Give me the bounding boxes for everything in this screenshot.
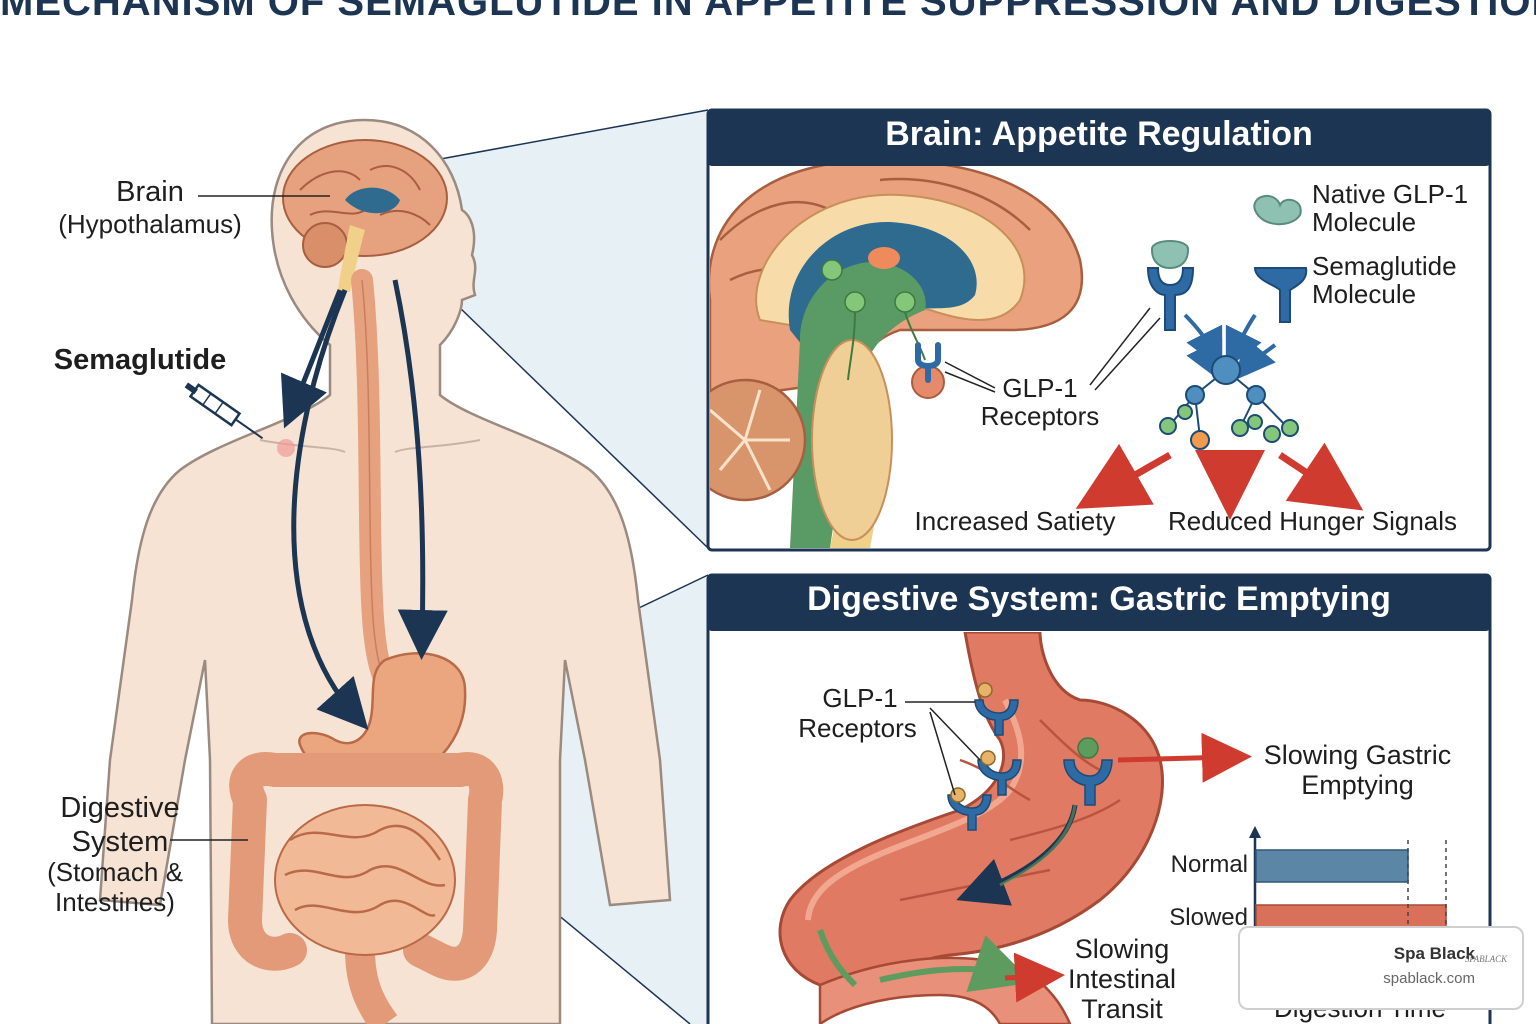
watermark-brand: Spa Black [1393, 944, 1475, 963]
label-digestive: Digestive [60, 792, 180, 824]
label-hypothalamus: (Hypothalamus) [58, 209, 242, 239]
label-stomach-intestines-1: (Stomach & [47, 857, 183, 887]
label-slowing-intestinal-2: Intestinal [1067, 964, 1177, 994]
brain-panel-title: Brain: Appetite Regulation [885, 115, 1313, 153]
label-increased-satiety: Increased Satiety [914, 506, 1116, 536]
bar-normal [1255, 849, 1409, 883]
large-intestine [227, 752, 504, 981]
label-stomach-receptors-1: GLP-1 [822, 683, 898, 713]
label-brain-receptors-2: Receptors [980, 401, 1100, 431]
watermark-badge: Spa Black spablack.com SPABLACK [1238, 926, 1524, 1010]
digestive-panel-header [708, 575, 1490, 631]
label-semaglutide-molecule-2: Molecule [1312, 279, 1417, 309]
arrow-brain-to-stomach-left [291, 289, 369, 730]
label-system: System [71, 826, 169, 858]
native-glp1-molecule-icon [1253, 195, 1302, 226]
main-title: MECHANISM OF SEMAGLUTIDE IN APPETITE SUP… [0, 0, 1536, 24]
arrow-satiety [1075, 443, 1172, 509]
arrow-injection-to-brain [280, 289, 343, 429]
arrow-gastric [1117, 732, 1252, 783]
label-slowing-gastric-1: Slowing Gastric [1263, 740, 1452, 770]
label-semaglutide-molecule-1: Semaglutide [1312, 251, 1457, 281]
label-brain: Brain [116, 176, 184, 208]
label-slowing-gastric-2: Emptying [1301, 770, 1414, 800]
label-reduced-hunger: Reduced Hunger Signals [1167, 506, 1458, 536]
label-semaglutide: Semaglutide [53, 344, 227, 376]
receptor-pair-icon [1146, 267, 1195, 331]
watermark-url: spablack.com [1383, 970, 1475, 987]
label-native-glp1-1: Native GLP-1 [1312, 179, 1469, 209]
arrow-hunger-right [1278, 442, 1364, 511]
label-slowing-intestinal-1: Slowing [1074, 934, 1170, 964]
label-native-glp1-2: Molecule [1312, 207, 1417, 237]
signaling-network [1159, 355, 1299, 450]
arrow-intestinal [1004, 952, 1065, 1003]
label-slowing-intestinal-3: Transit [1081, 994, 1163, 1024]
semaglutide-molecule-icon [1253, 267, 1308, 323]
label-brain-receptors-1: GLP-1 [1002, 373, 1078, 403]
label-stomach-receptors-2: Receptors [798, 713, 917, 743]
watermark-logo: SPABLACK [1464, 954, 1508, 964]
chart-category-normal: Normal [1170, 851, 1248, 878]
syringe-icon [184, 382, 264, 440]
label-stomach-intestines-2: Intestines) [55, 887, 175, 917]
chart-category-slowed: Slowed [1169, 904, 1248, 931]
injection-site [277, 439, 295, 457]
arrow-brain-to-stomach-right [392, 279, 448, 660]
digestive-panel-title: Digestive System: Gastric Emptying [807, 580, 1391, 618]
brain-panel-header [708, 110, 1490, 166]
brain-zoom-cone [395, 110, 708, 548]
small-intestine [274, 804, 456, 956]
brain-receptor-icon [915, 342, 941, 383]
